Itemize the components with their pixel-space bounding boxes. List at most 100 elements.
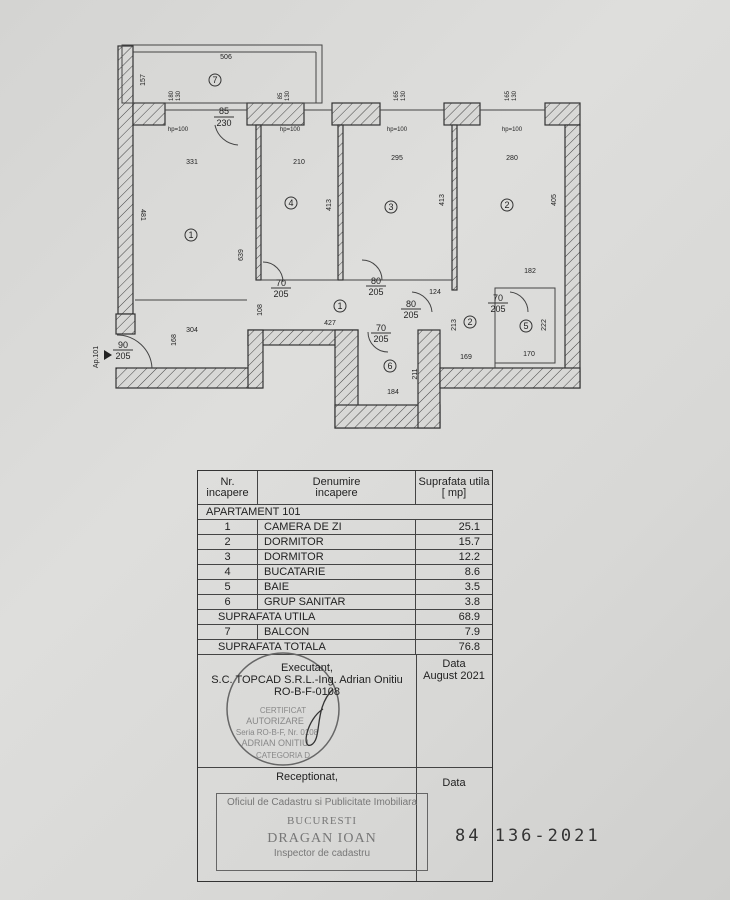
cadastre-stamp: Oficiul de Cadastru si Publicitate Imobi… (216, 793, 428, 871)
receptionat-date-label: Data (442, 777, 466, 789)
room-nr: 4 (198, 564, 258, 579)
door-width: 80 (371, 276, 381, 286)
executant-section: CERTIFICAT AUTORIZARE Seria RO-B-F, Nr. … (198, 652, 416, 767)
window-height: 130 (176, 90, 182, 101)
total-area-label: SUPRAFATA TOTALA (198, 639, 416, 654)
dim-331: 331 (186, 159, 198, 166)
dim-168: 168 (171, 334, 178, 346)
window-height: 130 (285, 90, 291, 101)
dim-413: 413 (439, 194, 446, 206)
door-height: 205 (368, 287, 383, 297)
door-height: 205 (373, 334, 388, 344)
receptionat-section: Receptionat, Oficiul de Cadastru si Publ… (198, 767, 428, 883)
door-width: 85 (219, 106, 229, 116)
window-width: 85 (278, 92, 284, 99)
room-area: 3.8 (464, 595, 480, 608)
useful-area-value: 68.9 (458, 610, 480, 623)
inspector-name: DRAGAN IOAN (267, 831, 377, 846)
sill-label: hp=100 (168, 127, 189, 133)
window-width: 180 (169, 90, 175, 101)
room-area: 7.9 (464, 625, 480, 638)
door-width: 70 (276, 278, 286, 288)
office-city: BUCURESTI (286, 815, 358, 827)
room-number: 1 (188, 230, 193, 240)
window-height: 130 (512, 90, 518, 101)
walls (115, 45, 581, 429)
table-row: 7 BALCON 7.9 (198, 624, 492, 640)
room-name: BALCON (258, 624, 416, 639)
header-nr: incapere (206, 486, 249, 499)
room-number: 2 (504, 200, 509, 210)
apartment-row: APARTAMENT 101 (198, 504, 492, 520)
useful-area-row: SUPRAFATA UTILA 68.9 (198, 609, 492, 625)
sill-label: hp=100 (280, 127, 301, 133)
total-area-row: SUPRAFATA TOTALA 76.8 (198, 639, 492, 655)
room-number: 1 (337, 301, 342, 311)
room-nr: 1 (198, 519, 258, 534)
header-area: Suprafata utila (418, 475, 490, 488)
dim-280: 280 (506, 155, 518, 162)
room-name: DORMITOR (258, 534, 416, 549)
room-name: BUCATARIE (258, 564, 416, 579)
room-area: 25.1 (458, 520, 480, 533)
window-width: 165 (394, 90, 400, 101)
room-name: GRUP SANITAR (258, 594, 416, 609)
dim-304: 304 (186, 327, 198, 334)
header-name: Denumire (312, 475, 361, 488)
sill-label: hp=100 (502, 127, 523, 133)
registration-number: 84 136-2021 (455, 826, 601, 846)
room-number: 6 (387, 361, 392, 371)
stamp-text: CERTIFICAT (260, 706, 306, 715)
window-width: 165 (505, 90, 511, 101)
dim-157: 157 (140, 74, 147, 86)
apartment-label: APARTAMENT 101 (206, 505, 301, 518)
room-nr: 3 (198, 549, 258, 564)
room-name: DORMITOR (258, 549, 416, 564)
door-height: 205 (403, 310, 418, 320)
room-area: 8.6 (464, 565, 480, 578)
stamp-text: ADRIAN ONITIU (241, 738, 308, 748)
dim-170: 170 (523, 351, 535, 358)
dim-124: 124 (429, 289, 441, 296)
receptionat-label: Receptionat, (276, 771, 338, 783)
date-label: Data (442, 658, 466, 670)
room-name: CAMERA DE ZI (258, 519, 416, 534)
door-width: 90 (118, 340, 128, 350)
dim-506: 506 (220, 54, 232, 61)
door-width: 70 (376, 323, 386, 333)
dim-169: 169 (460, 354, 472, 361)
room-number: 7 (212, 75, 217, 85)
room-nr: 2 (198, 534, 258, 549)
entrance-label: Ap.101 (93, 346, 100, 368)
door-height: 230 (216, 118, 231, 128)
executant-label: Executant, (281, 662, 333, 674)
door-width: 80 (406, 299, 416, 309)
executant-company: S.C. TOPCAD S.R.L.-Ing. Adrian Onitiu (211, 674, 403, 686)
header-name: incapere (315, 486, 358, 499)
door-height: 205 (490, 304, 505, 314)
dimension-labels: 506 157 331 210 295 280 481 413 413 405 … (139, 54, 558, 396)
surveyor-stamp: CERTIFICAT AUTORIZARE Seria RO-B-F, Nr. … (226, 652, 340, 766)
room-nr: 5 (198, 579, 258, 594)
dim-210: 210 (293, 159, 305, 166)
entrance-arrow-icon (104, 350, 112, 360)
office-name: Oficiul de Cadastru si Publicitate Imobi… (226, 797, 418, 808)
room-number: 5 (523, 321, 528, 331)
room-name: BAIE (258, 579, 416, 594)
room-numbers: 1 1 2 2 3 4 5 6 7 (184, 73, 533, 373)
dim-639: 639 (238, 249, 245, 261)
door-height: 205 (273, 289, 288, 299)
dim-213: 213 (451, 319, 458, 331)
useful-area-label: SUPRAFATA UTILA (198, 609, 416, 624)
stamp-text: Seria RO-B-F, Nr. 0108 (236, 728, 319, 737)
dim-108: 108 (257, 304, 264, 316)
room-area: 3.5 (464, 580, 480, 593)
dim-295: 295 (391, 155, 403, 162)
dim-211: 211 (412, 368, 419, 379)
room-number: 4 (288, 198, 293, 208)
